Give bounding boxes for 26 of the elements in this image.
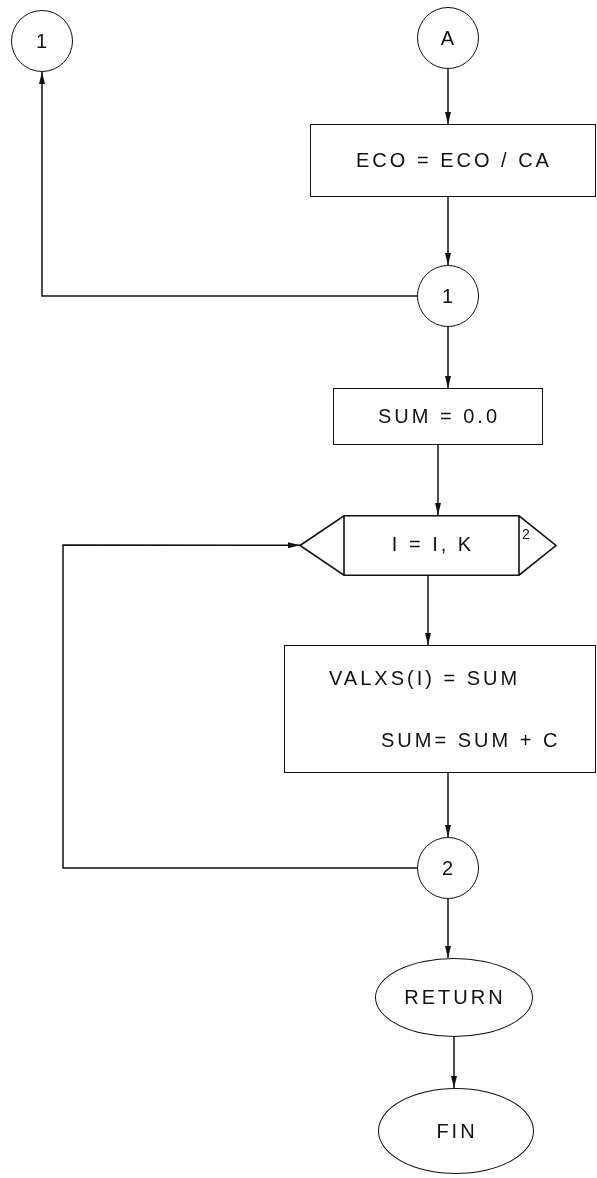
arrow (425, 575, 431, 646)
arrow (445, 326, 451, 389)
arrow (445, 898, 451, 959)
arrow (445, 68, 451, 125)
arrow (445, 772, 451, 838)
arrow (39, 71, 418, 297)
arrow (435, 444, 441, 516)
node-label: ECO = ECO / CA (356, 150, 552, 170)
arrow (62, 542, 418, 869)
arrow (451, 1036, 457, 1089)
node-label: 2 (441, 857, 457, 878)
loop-hexagon (300, 515, 556, 576)
process-box (310, 124, 596, 197)
node-label: 1 (35, 30, 51, 51)
node-label: FIN (436, 1120, 478, 1141)
arrow (445, 196, 451, 266)
node-label: SUM= SUM + C (381, 730, 561, 750)
node-label: SUM = 0.0 (377, 406, 500, 426)
process-box (333, 388, 543, 445)
process-box (284, 645, 596, 773)
node-label: 2 (522, 527, 530, 541)
node-label: A (440, 27, 458, 48)
node-label: RETURN (404, 987, 506, 1007)
node-label: 1 (441, 285, 457, 306)
node-label: VALXS(I) = SUM (329, 668, 521, 688)
node-label: I = I, K (391, 534, 475, 554)
